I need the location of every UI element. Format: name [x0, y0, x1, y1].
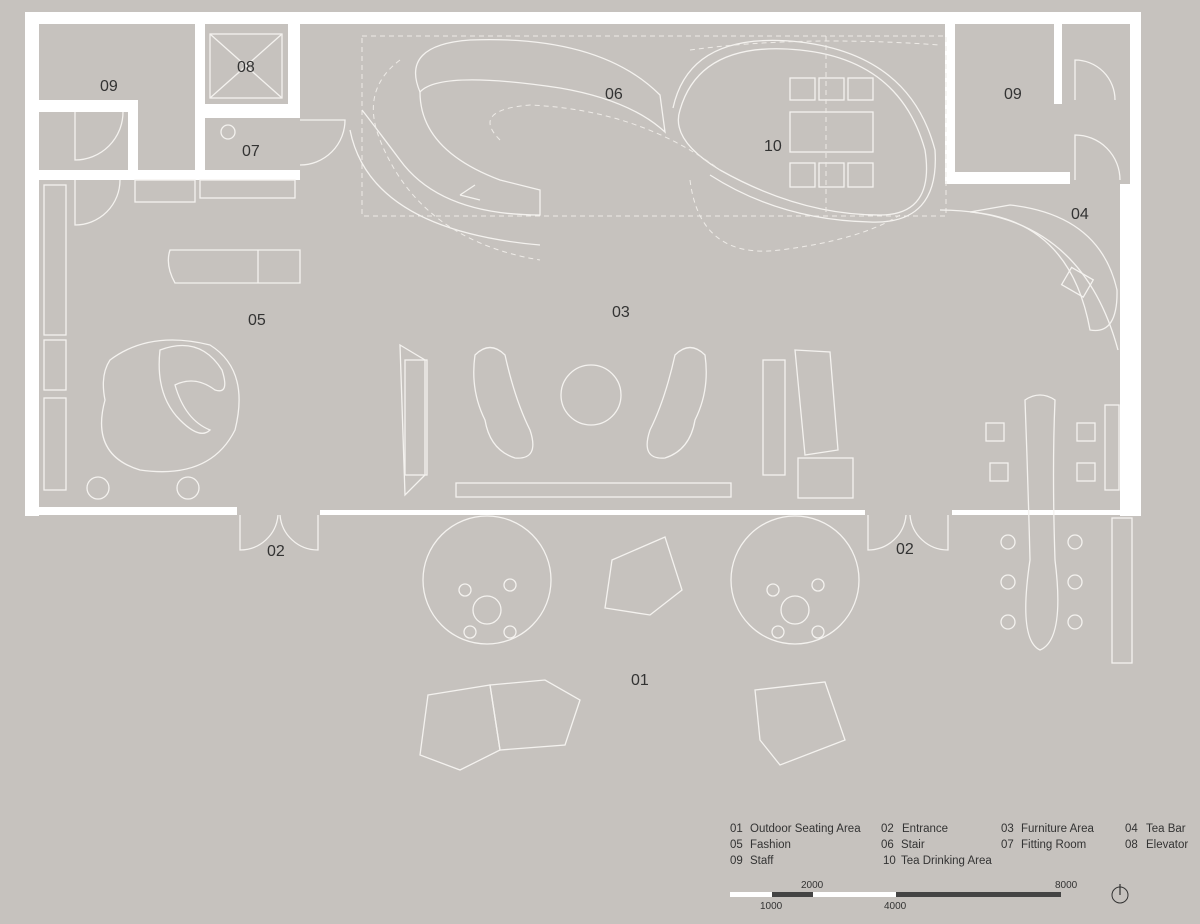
room-label-08: 08 [237, 59, 255, 76]
room-label-02-right: 02 [896, 541, 914, 558]
legend-number: 09 [730, 855, 743, 867]
legend-item: 01 Outdoor Seating Area [730, 823, 861, 835]
room-label-10: 10 [764, 138, 782, 155]
legend-label: Entrance [902, 823, 948, 835]
legend: 01 Outdoor Seating Area 02 Entrance 03 Furn… [730, 823, 1188, 867]
scale-label-2000: 2000 [801, 880, 824, 891]
scale-label-1000: 1000 [760, 901, 783, 912]
legend-label: Furniture Area [1021, 823, 1094, 835]
furniture-area-pieces [399, 343, 854, 499]
legend-label: Tea Bar [1146, 823, 1186, 835]
legend-item: 10 Tea Drinking Area [883, 855, 992, 867]
elevator [209, 33, 283, 140]
legend-item: 09 Staff [730, 855, 774, 867]
legend-label: Staff [750, 855, 774, 867]
legend-item: 04 Tea Bar [1125, 823, 1186, 835]
legend-item: 08 Elevator [1125, 839, 1188, 851]
legend-number: 03 [1001, 823, 1014, 835]
legend-item: 06 Stair [881, 839, 925, 851]
tea-bar-furniture [939, 204, 1133, 664]
legend-number: 07 [1001, 839, 1014, 851]
room-label-05: 05 [248, 312, 266, 329]
walls [25, 12, 1141, 516]
legend-label: Fashion [750, 839, 791, 851]
room-labels: 09 08 07 06 10 09 04 05 03 02 02 01 [100, 59, 1089, 689]
room-label-09-left: 09 [100, 78, 118, 95]
room-label-09-right: 09 [1004, 86, 1022, 103]
legend-number: 10 [883, 855, 896, 867]
legend-label: Stair [901, 839, 925, 851]
legend-item: 03 Furniture Area [1001, 823, 1094, 835]
room-label-04: 04 [1071, 206, 1089, 223]
legend-number: 02 [881, 823, 894, 835]
doors [74, 59, 1121, 551]
fashion-furniture [43, 179, 301, 500]
legend-number: 05 [730, 839, 743, 851]
room-label-06: 06 [605, 86, 623, 103]
room-label-07: 07 [242, 143, 260, 160]
legend-number: 04 [1125, 823, 1138, 835]
legend-label: Elevator [1146, 839, 1188, 851]
legend-item: 02 Entrance [881, 823, 948, 835]
outdoor-seating [419, 515, 860, 771]
room-label-03: 03 [612, 304, 630, 321]
scale-label-4000: 4000 [884, 901, 907, 912]
room-label-02-left: 02 [267, 543, 285, 560]
scale-label-8000: 8000 [1055, 880, 1078, 891]
legend-number: 01 [730, 823, 743, 835]
scale-bar: 2000 8000 1000 4000 [730, 880, 1078, 912]
legend-item: 05 Fashion [730, 839, 791, 851]
stair-and-tea-area [349, 35, 947, 261]
legend-label: Fitting Room [1021, 839, 1086, 851]
legend-number: 06 [881, 839, 894, 851]
legend-number: 08 [1125, 839, 1138, 851]
legend-label: Tea Drinking Area [901, 855, 992, 867]
north-arrow-icon [1111, 884, 1129, 904]
legend-label: Outdoor Seating Area [750, 823, 861, 835]
legend-item: 07 Fitting Room [1001, 839, 1086, 851]
room-label-01: 01 [631, 672, 649, 689]
